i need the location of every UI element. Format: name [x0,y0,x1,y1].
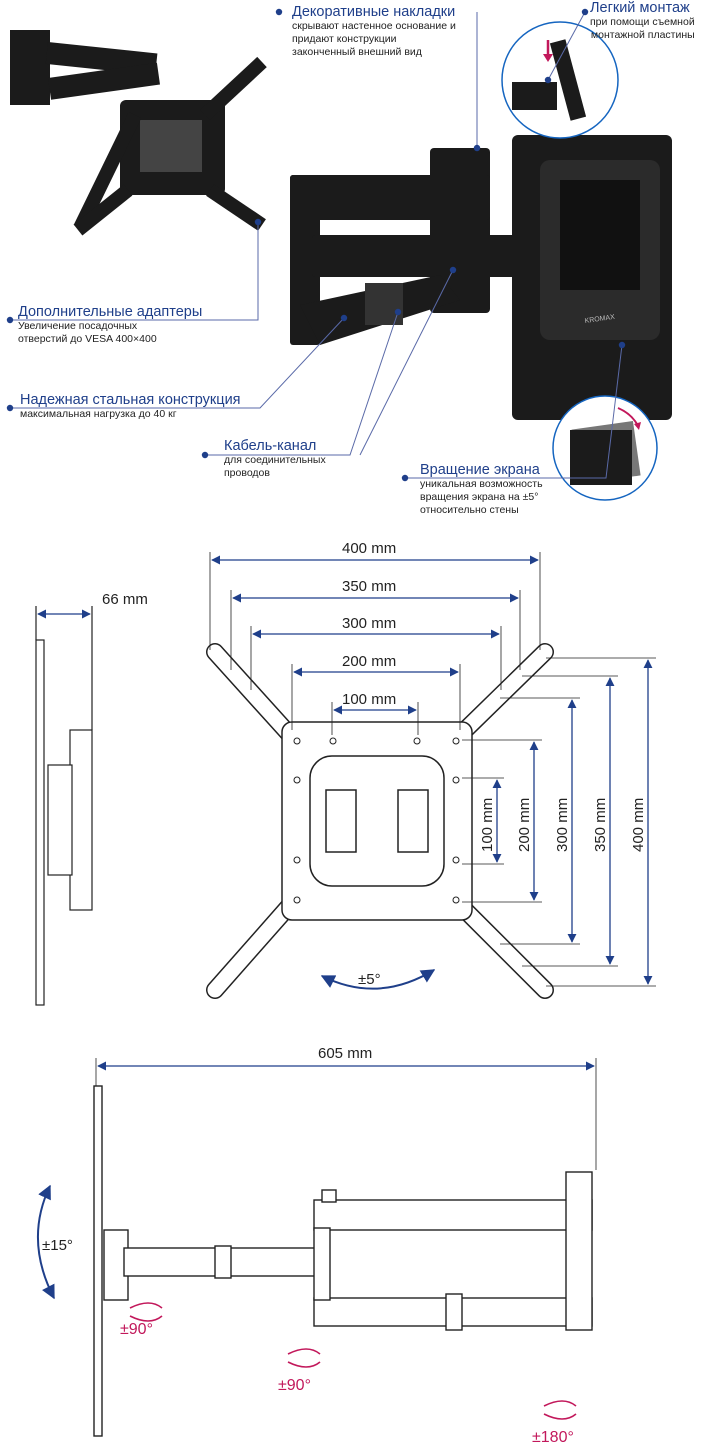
callout-description: Увеличение посадочных отверстий до VESA … [18,320,157,345]
tilt-arrow [36,1184,55,1300]
callout-title: Легкий монтаж [590,0,690,16]
swivel-wall-label: ±90° [120,1321,153,1338]
small-mount-image [10,30,267,236]
tilt-label: ±15° [42,1237,73,1254]
callout-description: при помощи съемной монтажной пластины [590,16,695,41]
callout-leaders [10,11,623,479]
callout-title: Дополнительные адаптеры [18,304,203,320]
swivel-arrows [129,1302,577,1420]
width-200-label: 200 mm [342,653,396,670]
plate-holes [293,737,460,904]
callout-title: Кабель-канал [224,438,317,454]
callout-title: Декоративные накладки [292,4,456,20]
product-photo-illustration: KROMAX [6,8,672,501]
callout-title: Надежная стальная конструкция [20,392,241,408]
rotation-label: ±5° [358,971,381,988]
width-300-label: 300 mm [342,615,396,632]
swivel-middle-label: ±90° [278,1377,311,1394]
rotation-inset-image [552,395,658,501]
callout-cable-channel: Кабель-канал для соединительных проводов [224,438,326,480]
callout-adapters: Дополнительные адаптеры Увеличение посад… [18,304,202,346]
swivel-plate-label: ±180° [532,1429,574,1446]
height-400-label: 400 mm [630,798,647,852]
vertical-extension-lines [462,657,656,987]
height-200-label: 200 mm [516,798,533,852]
callout-easy-mount: Легкий монтаж при помощи съемной монтажн… [590,0,699,42]
top-view-drawing [93,1085,593,1437]
side-profile-drawing [35,606,93,1006]
callout-description: уникальная возможность вращения экрана н… [420,478,543,516]
brand-mark: KROMAX [584,314,615,325]
callout-screen-rotation: Вращение экрана уникальная возможность в… [420,462,543,517]
callout-dots [6,8,626,482]
callout-description: максимальная нагрузка до 40 кг [20,408,177,420]
width-400-label: 400 mm [342,540,396,557]
callout-description: для соединительных проводов [224,454,326,479]
horizontal-extension-lines [209,552,541,735]
callout-steel: Надежная стальная конструкция максимальн… [20,392,241,421]
rotation-arrow [320,969,436,990]
width-350-label: 350 mm [342,578,396,595]
callout-decorative-covers: Декоративные накладки скрывают настенное… [292,4,456,59]
main-mount-image [290,135,672,420]
height-100-label: 100 mm [479,798,496,852]
vertical-dimension-arrows [492,659,653,985]
height-300-label: 300 mm [554,798,571,852]
depth-label: 66 mm [102,591,148,608]
horizontal-dimension-arrows [211,555,539,715]
callout-description: скрывают настенное основание и придают к… [292,20,456,58]
extension-label: 605 mm [318,1045,372,1062]
height-350-label: 350 mm [592,798,609,852]
vesa-plate-drawing [206,643,554,999]
width-100-label: 100 mm [342,691,396,708]
callout-title: Вращение экрана [420,462,540,478]
